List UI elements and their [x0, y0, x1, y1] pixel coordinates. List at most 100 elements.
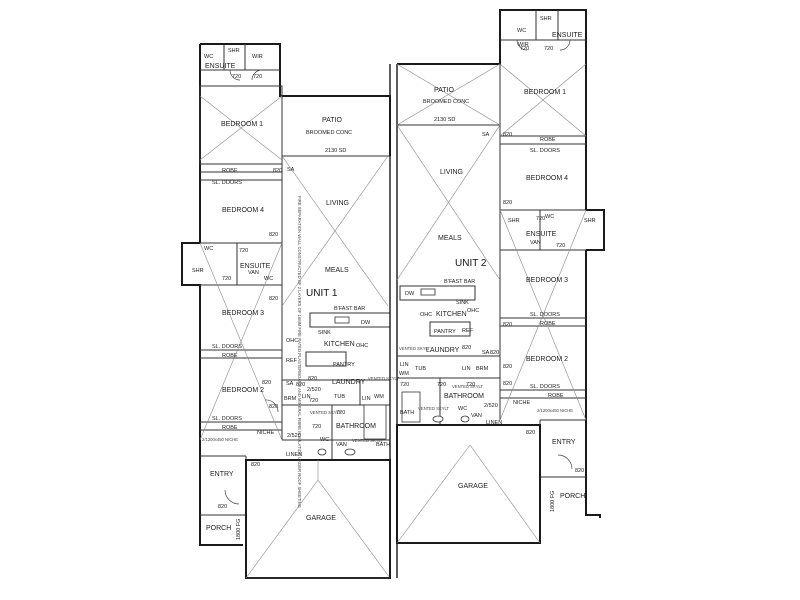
unit-1-sa-b: SA: [286, 381, 294, 387]
unit-2-vanity: VAN: [471, 413, 482, 419]
unit-1-robe-c: ROBE: [222, 425, 238, 431]
unit-2-ensuite-wc: WC: [517, 28, 526, 34]
unit-2-ohc-b: OHC: [467, 308, 479, 314]
unit-1-ensuite-2-wc: WC: [204, 246, 213, 252]
unit-2-ensuite-2-shower-b: SHR: [584, 218, 596, 224]
door-swings: [224, 39, 573, 505]
unit-2-kitchen: KITCHEN: [436, 311, 467, 318]
unit-2-wc: WC: [458, 406, 467, 412]
unit-1-patio-finish: BROOMED CONC: [306, 130, 352, 136]
unit-1-door-720-f: 720: [336, 410, 345, 416]
unit-2-door-820-i: 820: [503, 364, 512, 370]
unit-2-living: LIVING: [440, 169, 463, 176]
unit-1-ensuite-shower: SHR: [228, 48, 240, 54]
unit-1-door-2520-b: 2/520: [307, 387, 321, 393]
unit-2-door-2520: 2/520: [484, 403, 498, 409]
unit-1-door-820-i: 820: [218, 504, 227, 510]
unit-2-linen: LINEN: [486, 420, 502, 426]
unit-2-door-820-h: 820: [575, 468, 584, 474]
unit-1-ensuite-a: ENSUITE: [205, 63, 236, 70]
unit-1-door-720-g: 720: [312, 424, 321, 430]
unit-1-ensuite-wir: WIR: [252, 54, 263, 60]
unit-1-patio: PATIO: [322, 117, 343, 124]
unit-1-living: LIVING: [326, 200, 349, 207]
unit-1-ohc-b: OHC: [356, 343, 368, 349]
unit-2-bfast-bar: B'FAST BAR: [444, 279, 475, 285]
unit-2-door-720-f: 720: [437, 382, 446, 388]
unit-1-dishwasher: DW: [361, 320, 371, 326]
unit-2-door-820-e: 820: [462, 345, 471, 351]
unit-2-patio-finish: BROOMED CONC: [423, 99, 469, 105]
unit-2-robe-c: ROBE: [548, 393, 564, 399]
unit-1-linen: LINEN: [286, 452, 302, 458]
unit-2-bedroom-2: BEDROOM 2: [526, 356, 568, 363]
unit-1-vanity: VAN: [336, 442, 347, 448]
unit-1-niche: NICHE: [257, 430, 274, 436]
unit-2-door-720-c: 720: [536, 216, 545, 222]
unit-2-ensuite-a: ENSUITE: [552, 32, 583, 39]
unit-1-sa-a: SA: [287, 167, 295, 173]
unit-2-sliding-doors-b: SL. DOORS: [530, 312, 560, 318]
unit-2-ensuite-2-wc: WC: [545, 214, 554, 220]
party-wall: [389, 64, 398, 578]
unit-1-robe-b: ROBE: [222, 353, 238, 359]
unit-2-sink: SINK: [456, 300, 469, 306]
party-wall-note: FIRE SEPARATION WALL CONSTRUCTED OF 2 LA…: [297, 196, 302, 508]
unit-2-bedroom-4: BEDROOM 4: [526, 175, 568, 182]
unit-2-ensuite-2-shower: SHR: [508, 218, 520, 224]
unit-1-door-820-b: 820: [269, 232, 278, 238]
unit-2-washing-machine: WM: [399, 371, 409, 377]
unit-2-garage: GARAGE: [458, 483, 488, 490]
unit-2-fridge: REF: [462, 328, 474, 334]
unit-1-linen-a: LIN: [302, 394, 311, 400]
unit-2-door-820-f: 820: [503, 381, 512, 387]
unit-2-laundry: LAUNDRY: [426, 347, 460, 354]
unit-1-linen-b: LIN: [362, 396, 371, 402]
unit-1-broom: BRM: [284, 396, 297, 402]
unit-2-entry: ENTRY: [552, 439, 576, 446]
unit-1-door-820-c: 820: [269, 296, 278, 302]
unit-1-porch: PORCH: [206, 525, 231, 532]
unit-2-sliding-door-size: 2130 SD: [434, 117, 455, 123]
unit-2-linen-b: LIN: [400, 362, 409, 368]
unit-2-robe-a: ROBE: [540, 137, 556, 143]
unit-2-bath: BATH: [400, 410, 414, 416]
unit-2-sa-b: SA: [482, 350, 490, 356]
unit-2-ohc-a: OHC: [420, 312, 432, 318]
unit-2-labels: UNIT 2 PATIO BROOMED CONC 2130 SD LIVING…: [399, 16, 596, 512]
unit-2-skylight-c: VENTED SKYLT: [418, 406, 450, 411]
unit-2-sa-a: SA: [482, 132, 490, 138]
unit-1-door-820-a: 820: [273, 168, 282, 174]
unit-1-door-820-g: 820: [269, 404, 278, 410]
unit-1-laundry: LAUNDRY: [332, 379, 366, 386]
unit-1-door-720-c: 720: [239, 248, 248, 254]
unit-1-wc: WC: [320, 437, 329, 443]
unit-1-sink: SINK: [318, 330, 331, 336]
unit-1-door-720-b: 720: [253, 74, 262, 80]
unit-1-bedroom-3: BEDROOM 3: [222, 310, 264, 317]
unit-1-pantry: PANTRY: [333, 362, 355, 368]
unit-1-entry: ENTRY: [210, 471, 234, 478]
unit-2-niche: NICHE: [513, 400, 530, 406]
unit-2-bathroom: BATHROOM: [444, 393, 484, 400]
unit-2-door-820-b: 820: [503, 200, 512, 206]
unit-1-bath: BATH: [376, 442, 390, 448]
unit-2-door-720-e: 720: [400, 382, 409, 388]
unit-1-sliding-door-size: 2130 SD: [325, 148, 346, 154]
unit-2-robe-b: ROBE: [540, 321, 556, 327]
unit-1-door-720-a: 720: [232, 74, 241, 80]
unit-1-door-2520: 2/520: [287, 433, 301, 439]
unit-2-ensuite-shower: SHR: [540, 16, 552, 22]
unit-1-washing-machine: WM: [374, 394, 384, 400]
unit-1-skylight-b: VENTED SKYLT: [310, 410, 342, 415]
unit-2-broom: BRM: [476, 366, 489, 372]
unit-1-door-720-d: 720: [222, 276, 231, 282]
unit-2-porch: PORCH: [560, 493, 585, 500]
unit-1-door-820-e: 820: [308, 376, 317, 382]
unit-1-ensuite-wc: WC: [204, 54, 213, 60]
unit-2-door-820-c: 820: [503, 322, 512, 328]
unit-2-sliding-doors-a: SL. DOORS: [530, 148, 560, 154]
unit-2-walls: [396, 9, 605, 544]
unit-2-pantry: PANTRY: [434, 329, 456, 335]
unit-2-door-820-g: 820: [526, 430, 535, 436]
